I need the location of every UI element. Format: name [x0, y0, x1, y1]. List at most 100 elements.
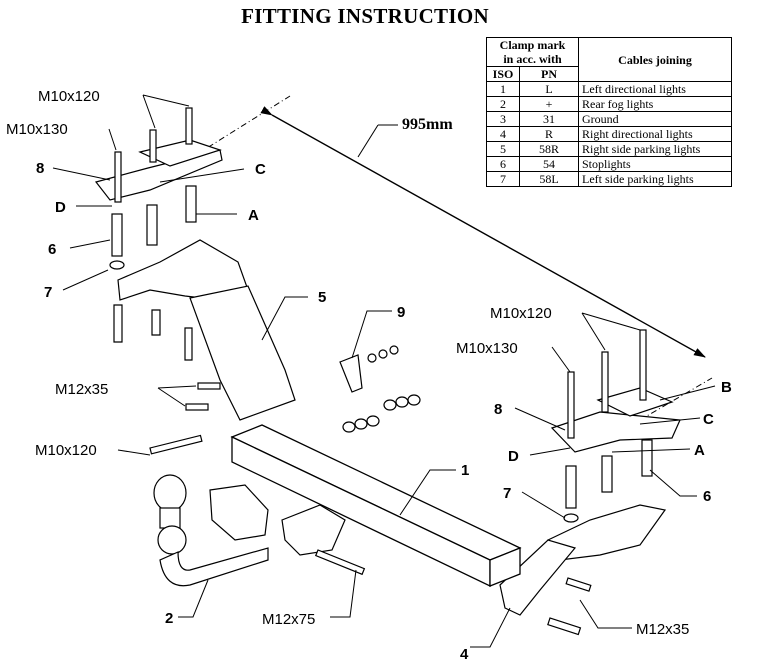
- dimension-line: [260, 106, 706, 358]
- label-part-1: 1: [461, 462, 469, 479]
- right-upper-bracket: [596, 387, 674, 417]
- right-bolt-m10x130: [567, 371, 575, 439]
- washer: [367, 353, 377, 363]
- left-spacer-b: [146, 204, 158, 246]
- crossbar-top: [230, 424, 522, 561]
- hitch-flange: [209, 484, 269, 541]
- leader-2: [178, 579, 209, 618]
- label-right-7: 7: [503, 485, 511, 502]
- washer: [366, 415, 380, 427]
- bolt: [197, 382, 221, 390]
- part-9-bracket: [339, 345, 421, 433]
- label-right-D: D: [508, 448, 519, 465]
- label-left-A: A: [248, 207, 259, 224]
- left-upper-bracket: [138, 139, 222, 167]
- hook-arm-2: [159, 547, 269, 587]
- leader-right-D: [529, 447, 571, 456]
- leader-left-7: [62, 269, 109, 291]
- leader-m12x35-right: [579, 599, 632, 629]
- leader-4: [470, 607, 511, 648]
- right-spacer-a: [601, 455, 613, 493]
- right-spacer-b: [565, 465, 577, 509]
- crossbar-front: [231, 435, 491, 588]
- left-bolt-m10x120-a: [185, 107, 193, 145]
- leader-9: [351, 310, 392, 359]
- right-bracket-body: [547, 504, 667, 561]
- leader-5: [261, 296, 308, 341]
- leader-right-C: [639, 417, 701, 425]
- left-spacer-6: [111, 213, 123, 257]
- leader-right-m10x120: [581, 312, 641, 351]
- washer: [383, 399, 397, 411]
- crossbar-1: [230, 424, 522, 588]
- leader-left-6: [69, 239, 111, 249]
- leader-m10x120-bolt: [117, 449, 151, 456]
- hitch-mount-plate: [281, 504, 346, 556]
- right-reference-line: [639, 377, 713, 421]
- bolt: [565, 577, 592, 592]
- label-m10x120-bolt: M10x120: [35, 442, 97, 459]
- label-part-4: 4: [460, 646, 469, 661]
- washer: [395, 396, 409, 408]
- label-left-7: 7: [44, 284, 52, 301]
- clamp-mark-header: Clamp mark in acc. with: [486, 37, 579, 67]
- right-bolt-m10x120-b: [601, 351, 609, 413]
- side-plate-4: [499, 539, 577, 616]
- washer: [407, 394, 421, 406]
- leader-left-m10x130: [108, 128, 117, 151]
- label-m12x35-right: M12x35: [636, 621, 689, 638]
- cables-joining-header: Cables joining: [578, 37, 732, 82]
- dimension-leader: [357, 124, 379, 158]
- washer: [378, 349, 388, 359]
- clamp-mark-header-line1: Clamp mark: [499, 38, 566, 52]
- bolt: [547, 617, 582, 636]
- towball-assembly: [149, 434, 366, 587]
- label-right-m10x120: M10x120: [490, 305, 552, 322]
- m10x120-bolt: [149, 434, 203, 455]
- leader-right-6: [649, 469, 697, 497]
- bolt: [185, 403, 209, 411]
- page-title: FITTING INSTRUCTION: [241, 4, 489, 28]
- label-right-6: 6: [703, 488, 711, 505]
- leader-left-m10x120: [142, 94, 190, 129]
- left-bolt-m10x130: [114, 151, 122, 203]
- ball-neck: [159, 507, 181, 529]
- label-part-2: 2: [165, 610, 173, 627]
- label-left-6: 6: [48, 241, 56, 258]
- label-right-m10x130: M10x130: [456, 340, 518, 357]
- bracket-9: [339, 354, 363, 393]
- leader-lines: [52, 94, 716, 648]
- right-bolt-m10x120-a: [639, 329, 647, 401]
- washer: [342, 421, 356, 433]
- leader-right-A: [611, 448, 691, 453]
- right-washer-7: [563, 513, 579, 523]
- label-m12x75: M12x75: [262, 611, 315, 628]
- pn-header: PN: [519, 66, 579, 82]
- right-mounting-assembly: [499, 329, 681, 616]
- label-left-m10x120: M10x120: [38, 88, 100, 105]
- leader-left-8: [52, 167, 111, 181]
- label-part-9: 9: [397, 304, 405, 321]
- label-part-5: 5: [318, 289, 326, 306]
- ball-cap: [153, 474, 187, 512]
- left-clamp-plate: [94, 149, 223, 201]
- leader-left-C: [159, 168, 245, 183]
- label-left-C: C: [255, 161, 266, 178]
- label-right-B: B: [721, 379, 732, 396]
- nut: [389, 345, 399, 355]
- left-washer-7: [109, 260, 125, 270]
- label-m12x35-left: M12x35: [55, 381, 108, 398]
- label-right-8: 8: [494, 401, 502, 418]
- label-left-8: 8: [36, 160, 44, 177]
- left-spacer-a: [185, 185, 197, 223]
- left-mounting-assembly: [94, 107, 296, 421]
- m12x35-right-hardware: [547, 577, 592, 636]
- m12x75-bolt: [314, 549, 366, 576]
- leader-m12x35-left: [157, 385, 197, 407]
- dimension-label: 995mm: [402, 116, 453, 133]
- right-clamp-plate: [550, 411, 681, 453]
- label-left-D: D: [55, 199, 66, 216]
- leader-right-m10x130: [551, 346, 571, 373]
- right-spacer-6: [641, 439, 653, 477]
